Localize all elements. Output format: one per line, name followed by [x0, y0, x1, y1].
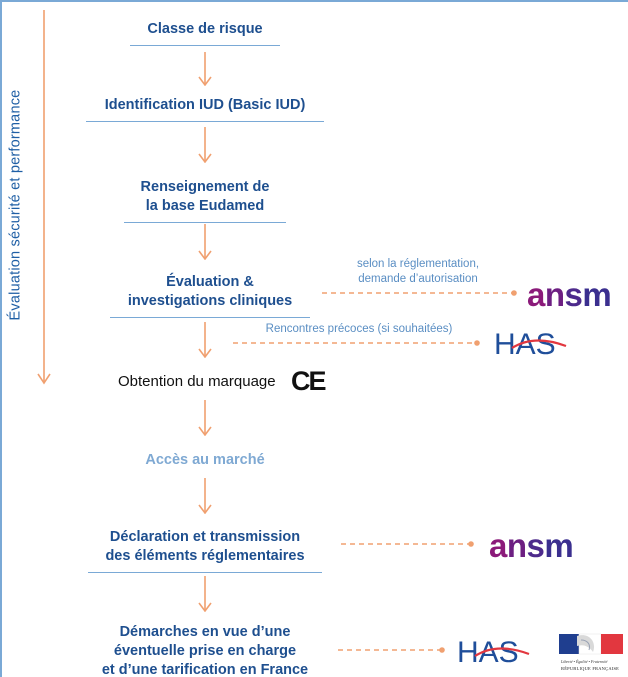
side-label-text: Évaluation sécurité et performance: [7, 89, 23, 321]
step-ce-marking: Obtention du marquage: [118, 373, 276, 390]
arrow-4: [198, 322, 212, 358]
step-eudamed: Renseignement de la base Eudamed: [124, 178, 286, 223]
ansm-dashed-arrow-1: [322, 290, 517, 296]
has-logo-1: HAS: [494, 328, 567, 358]
ansm-logo-1: ansm: [527, 276, 612, 313]
step-declaration: Déclaration et transmission des éléments…: [88, 528, 322, 573]
has-dashed-arrow-1: [233, 340, 480, 346]
step-iud: Identification IUD (Basic IUD): [86, 96, 324, 122]
arrow-1: [198, 52, 212, 86]
step-reimbursement: Démarches en vue d’une éventuelle prise …: [101, 624, 309, 677]
has-logo-2: HAS: [457, 636, 530, 666]
rf-motto: Liberté • Égalité • Fraternité: [561, 659, 608, 664]
step-clinical: Évaluation & investigations cliniques: [110, 273, 310, 318]
ansm-dashed-arrow-2: [341, 541, 474, 547]
arrow-3: [198, 224, 212, 260]
arrow-2: [198, 127, 212, 163]
step-risk-class: Classe de risque: [130, 20, 280, 46]
rf-name: RÉPUBLIQUE FRANÇAISE: [561, 666, 620, 671]
republique-francaise-logo: Liberté • Égalité • Fraternité RÉPUBLIQU…: [557, 630, 627, 676]
arrow-6: [198, 478, 212, 514]
marianne-emblem-icon: [559, 633, 623, 655]
ansm-logo-2: ansm: [489, 527, 574, 564]
arrow-7: [198, 576, 212, 612]
step-market-access: Accès au marché: [145, 452, 265, 468]
has-dashed-arrow-2: [338, 647, 445, 653]
side-label: Évaluation sécurité et performance: [4, 70, 26, 340]
ansm-note: selon la réglementation, demande d’autor…: [356, 258, 480, 285]
has-note: Rencontres précoces (si souhaitées): [265, 323, 453, 335]
arrow-5: [198, 400, 212, 436]
ce-marking-logo: CE: [291, 366, 326, 396]
side-down-arrow: [37, 10, 51, 385]
